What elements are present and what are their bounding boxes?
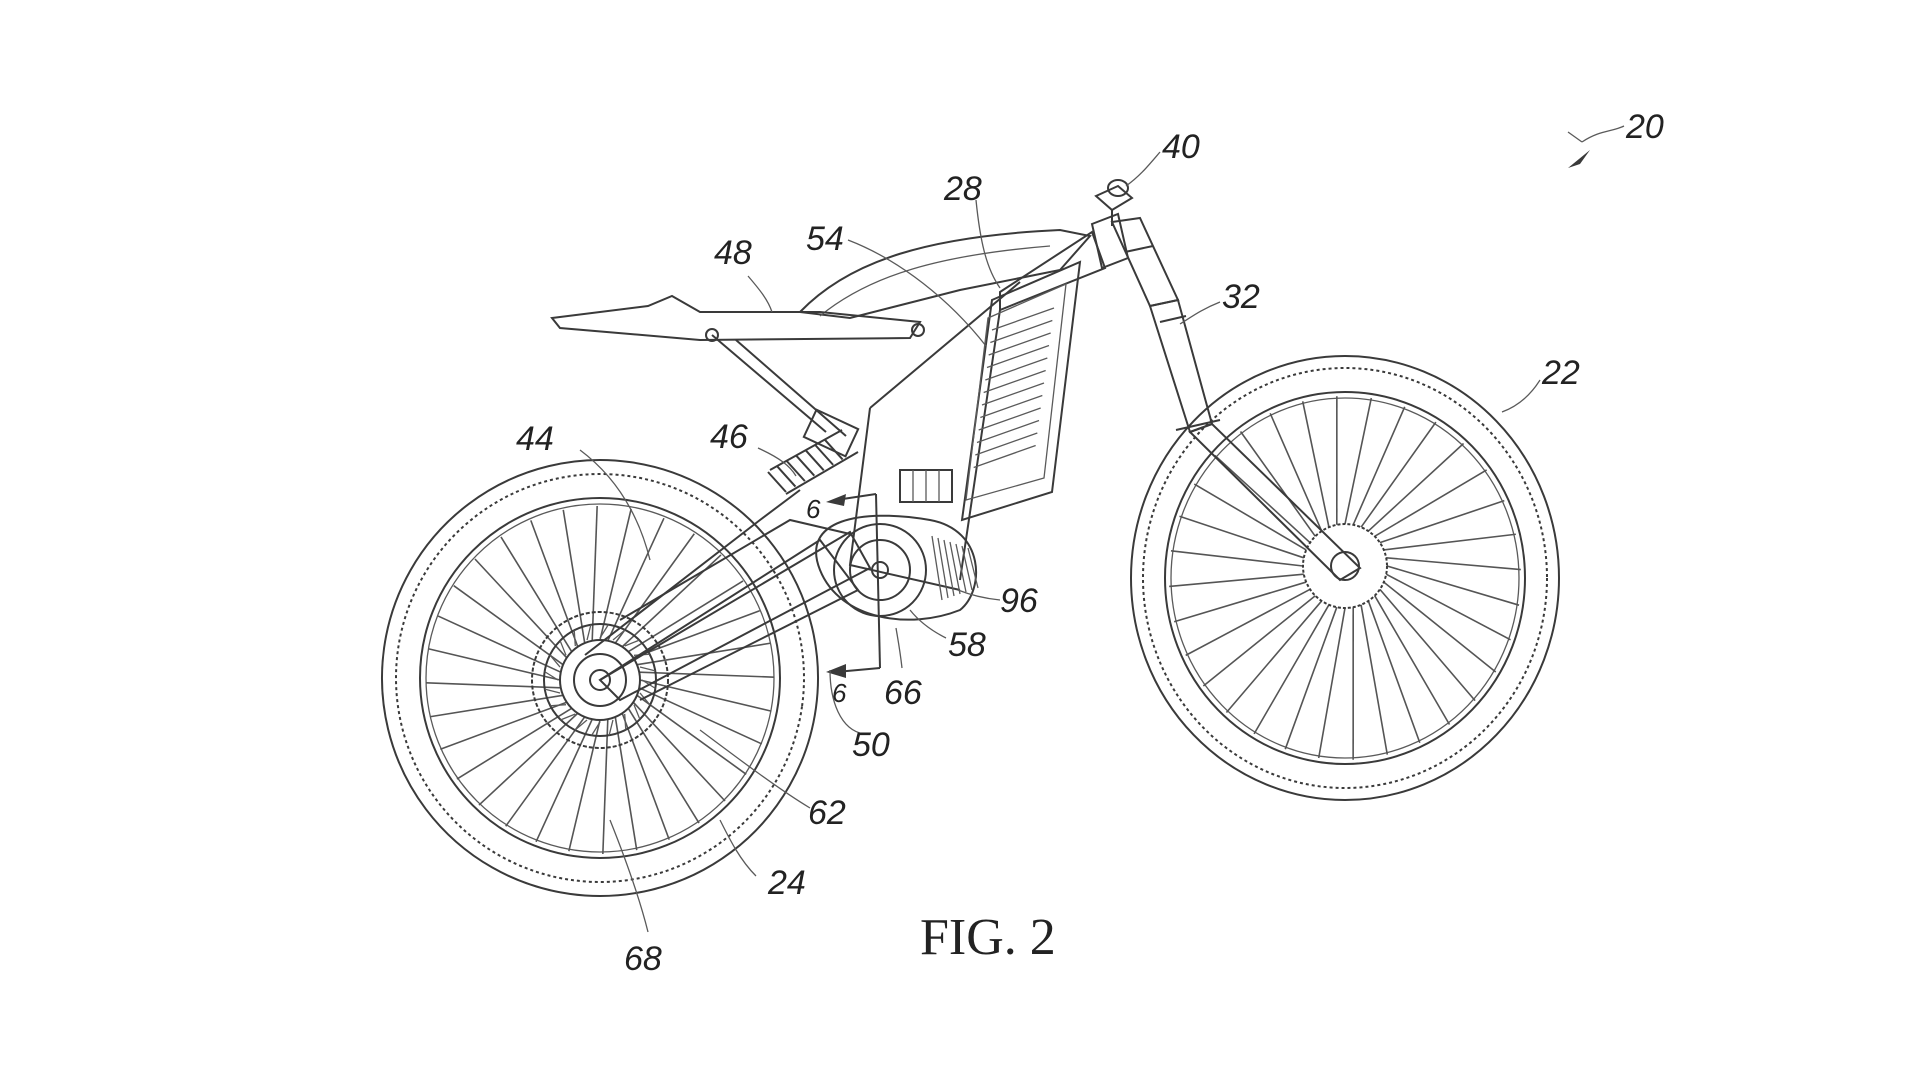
label-40: 40 <box>1162 128 1200 166</box>
label-22: 22 <box>1541 354 1580 392</box>
label-section-bottom: 6 <box>832 678 847 708</box>
main-frame <box>850 214 1128 590</box>
label-20: 20 <box>1625 108 1664 146</box>
rear-shock <box>768 410 858 494</box>
label-68: 68 <box>624 940 662 978</box>
label-32: 32 <box>1222 278 1260 316</box>
label-24: 24 <box>767 864 806 902</box>
label-62: 62 <box>808 794 846 832</box>
label-58: 58 <box>948 626 986 664</box>
label-96: 96 <box>1000 582 1038 620</box>
label-44: 44 <box>516 420 554 458</box>
label-28: 28 <box>943 170 982 208</box>
figure-caption: FIG. 2 <box>920 909 1056 966</box>
label-54: 54 <box>806 220 844 258</box>
label-section-top: 6 <box>806 494 821 524</box>
rear-wheel <box>354 432 846 924</box>
label-66: 66 <box>884 674 922 712</box>
label-48: 48 <box>714 234 752 272</box>
label-50: 50 <box>852 726 890 764</box>
label-46: 46 <box>710 418 748 456</box>
